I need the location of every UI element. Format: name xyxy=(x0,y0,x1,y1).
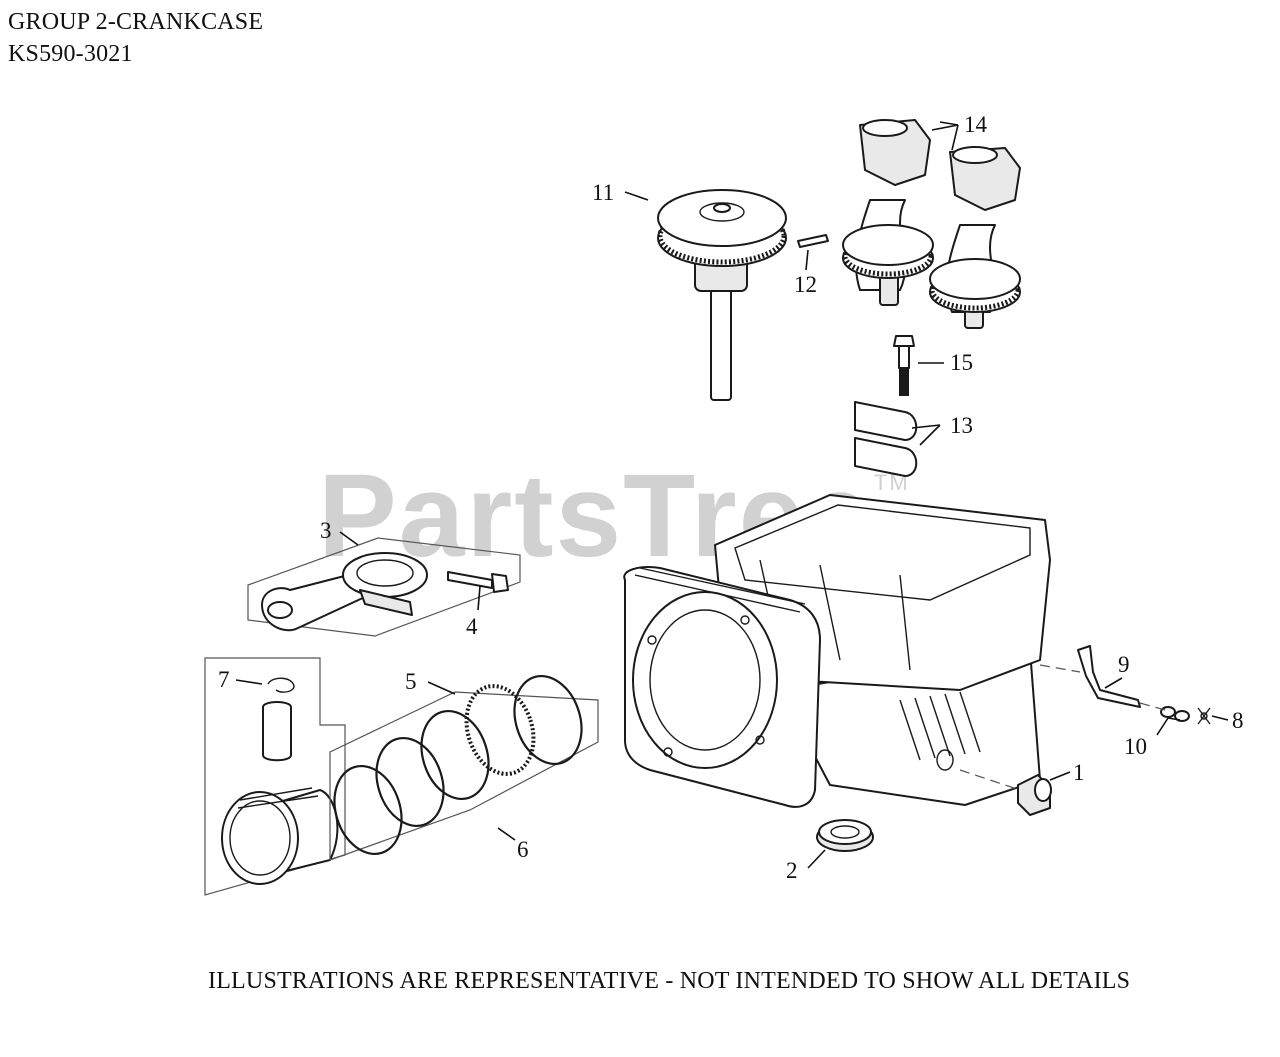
diagram-header: GROUP 2-CRANKCASE KS590-3021 xyxy=(8,6,263,70)
callout-9: 9 xyxy=(1118,652,1130,677)
assembly-lines xyxy=(959,664,1166,791)
part-14-balance-shafts[interactable] xyxy=(842,119,1021,329)
part-1-drain-plug[interactable] xyxy=(1017,774,1052,816)
callout-6: 6 xyxy=(517,837,529,862)
model-number: KS590-3021 xyxy=(8,41,133,67)
callout-3: 3 xyxy=(320,518,332,543)
part-9-lever[interactable] xyxy=(1077,645,1141,708)
piston-group-box xyxy=(204,657,346,896)
callout-8: 8 xyxy=(1232,708,1244,733)
part-6-piston-rings[interactable] xyxy=(324,667,593,862)
part-15-bolt[interactable] xyxy=(893,335,915,396)
part-8-clip[interactable] xyxy=(1197,707,1211,725)
crankcase-block xyxy=(623,494,1051,808)
callout-2: 2 xyxy=(786,858,798,883)
callout-7: 7 xyxy=(218,667,230,692)
disclaimer-note: ILLUSTRATIONS ARE REPRESENTATIVE - NOT I… xyxy=(208,968,1131,994)
part-12-pin[interactable] xyxy=(797,234,829,248)
callout-15: 15 xyxy=(950,350,973,375)
part-11-camshaft[interactable] xyxy=(657,189,787,401)
callout-5: 5 xyxy=(405,669,417,694)
piston-pin xyxy=(262,701,292,762)
callout-14: 14 xyxy=(964,112,988,137)
part-3-connecting-rod[interactable] xyxy=(261,552,428,632)
part-7-retaining-clip[interactable] xyxy=(267,677,295,693)
callout-1: 1 xyxy=(1073,760,1085,785)
callout-4: 4 xyxy=(466,614,478,639)
callout-10: 10 xyxy=(1124,734,1147,759)
piston xyxy=(221,787,339,885)
rod-group-box xyxy=(247,537,521,637)
callout-13: 13 xyxy=(950,413,973,438)
part-4-rod-bolt[interactable] xyxy=(447,571,509,593)
part-13-clamps[interactable] xyxy=(854,401,918,477)
leader-lines xyxy=(235,121,1229,869)
callout-11: 11 xyxy=(592,180,614,205)
callout-labels: 11 12 14 15 13 3 4 7 5 6 9 8 10 1 2 xyxy=(218,112,1244,883)
part-2-oil-seal[interactable] xyxy=(816,819,874,852)
callout-12: 12 xyxy=(794,272,817,297)
group-title: GROUP 2-CRANKCASE xyxy=(8,9,264,35)
ring-group-box xyxy=(329,691,599,861)
